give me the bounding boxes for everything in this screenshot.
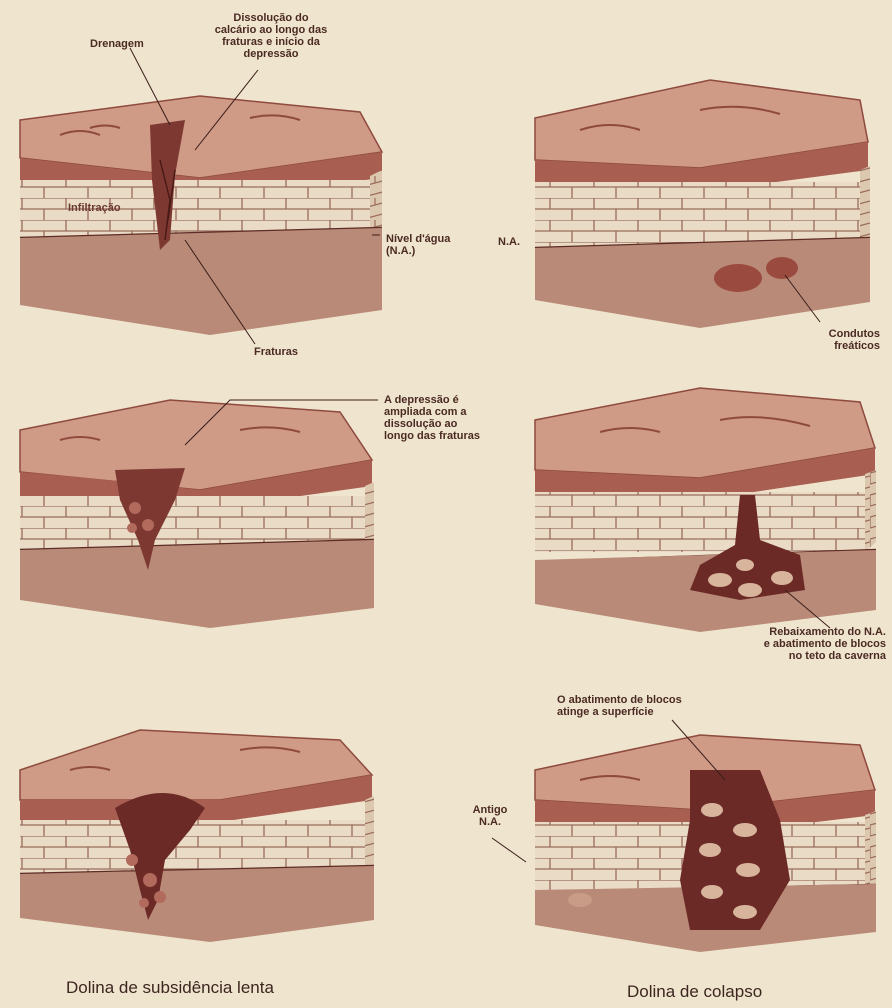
block-6 — [492, 720, 876, 952]
label-phreatic-conduits: Condutos freáticos — [780, 328, 880, 352]
label-water-level: Nível d'água (N.A.) — [386, 233, 450, 257]
caption-collapse: Dolina de colapso — [627, 982, 762, 1002]
label-collapse-reaches: O abatimento de blocos atinge a superfíc… — [557, 694, 682, 718]
label-water-lowering: Rebaixamento do N.A. e abatimento de blo… — [736, 626, 886, 662]
block-5 — [20, 730, 374, 942]
label-depression-enlarged: A depressão é ampliada com a dissolução … — [384, 394, 480, 442]
block-2 — [535, 80, 870, 328]
label-dissolution: Dissolução do calcário ao longo das frat… — [196, 12, 346, 60]
block-3 — [20, 400, 378, 628]
label-fractures: Fraturas — [254, 346, 298, 358]
label-infiltration: Infiltração — [68, 202, 121, 214]
label-old-na: Antigo N.A. — [470, 804, 510, 828]
block-4 — [535, 388, 876, 632]
caption-slow-subsidence: Dolina de subsidência lenta — [66, 978, 274, 998]
block-1 — [20, 48, 382, 344]
label-na: N.A. — [498, 236, 520, 248]
label-drainage: Drenagem — [90, 38, 144, 50]
